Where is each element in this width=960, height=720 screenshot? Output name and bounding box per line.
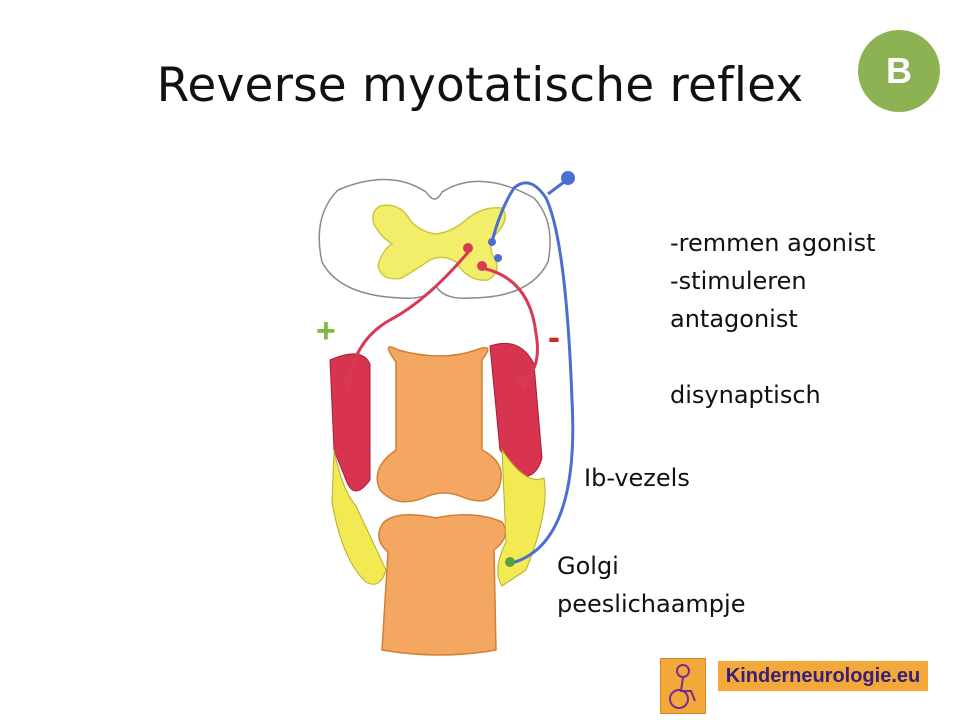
arrow-agonist [516, 376, 530, 390]
section-badge: B [858, 30, 940, 112]
dorsal-root-stalk [547, 180, 565, 196]
muscle-antagonist [329, 353, 371, 492]
child-wheelchair-icon [660, 658, 706, 714]
label-golgi-organ: Golgi peeslichaampje [557, 547, 745, 623]
golgi-receptor [505, 557, 515, 567]
logo-figure-icon [669, 664, 696, 709]
note-line: disynaptisch [670, 381, 821, 409]
arrow-antagonist [342, 376, 354, 390]
tendon-antagonist [331, 449, 387, 585]
femur [376, 346, 502, 503]
effect-notes: -remmen agonist -stimuleren antagonist d… [670, 224, 876, 414]
grey-matter [372, 204, 506, 281]
label-golgi-line: Golgi [557, 552, 619, 580]
slide-title: Reverse myotatische reflex [156, 58, 804, 113]
badge-letter: B [886, 50, 912, 91]
inhibitory-sign: - [548, 316, 560, 357]
motor-fiber-agonist [481, 266, 539, 384]
sensory-ib-fiber [490, 181, 575, 566]
label-ib-fibers: Ib-vezels [584, 464, 690, 492]
interneuron-d [494, 254, 502, 262]
note-spacer [670, 338, 876, 376]
excitatory-sign: + [316, 312, 336, 350]
motor-fiber-antagonist [346, 249, 472, 387]
tibia [378, 514, 507, 656]
label-golgi-line: peeslichaampje [557, 590, 746, 618]
tendon-agonist [497, 448, 546, 587]
note-line: -remmen agonist [670, 229, 876, 257]
dorsal-root-ganglion [561, 171, 575, 185]
note-line: -stimuleren [670, 267, 807, 295]
reflex-diagram [318, 171, 575, 656]
brand-label[interactable]: Kinderneurologie.eu [718, 661, 928, 691]
note-line: antagonist [670, 305, 798, 333]
